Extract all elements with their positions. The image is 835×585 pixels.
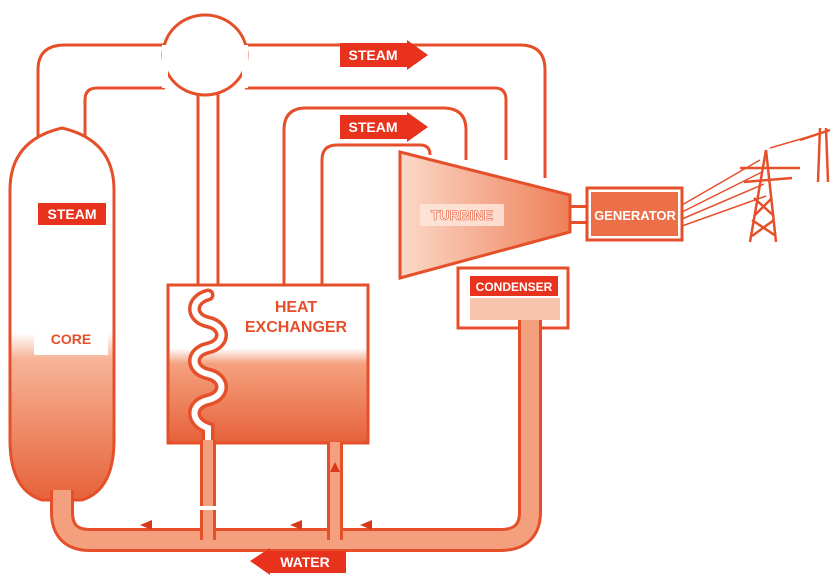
transmission-tower-icon: [740, 127, 831, 243]
heat-exchanger: [166, 283, 370, 457]
water-return-pipe: [50, 320, 542, 552]
turbine-shaft: [570, 205, 587, 224]
svg-text:STEAM: STEAM: [349, 47, 398, 63]
steam-label-middle: STEAM: [340, 112, 428, 142]
core-label: CORE: [34, 322, 108, 355]
svg-text:STEAM: STEAM: [349, 119, 398, 135]
heat-exchanger-label: HEAT EXCHANGER: [245, 299, 348, 336]
svg-text:HEAT: HEAT: [275, 299, 318, 316]
svg-text:STEAM: STEAM: [48, 206, 97, 222]
steam-dome: [161, 13, 249, 97]
generator: [585, 186, 684, 242]
steam-label-core: STEAM: [38, 203, 106, 225]
arrow-right-icon: [407, 40, 428, 70]
coil-feed-pipe: [196, 93, 220, 295]
generator-label: GENERATOR: [594, 208, 676, 223]
svg-text:WATER: WATER: [280, 554, 330, 570]
steam-label-top: STEAM: [340, 40, 428, 70]
turbine-label: TURBINE: [420, 204, 504, 226]
arrow-right-icon: [407, 112, 428, 142]
svg-text:TURBINE: TURBINE: [431, 207, 493, 223]
svg-text:GENERATOR: GENERATOR: [594, 208, 676, 223]
svg-text:EXCHANGER: EXCHANGER: [245, 319, 348, 336]
core-vessel-shape: [8, 126, 116, 502]
svg-text:CORE: CORE: [51, 331, 91, 347]
arrow-left-icon: [250, 548, 270, 575]
condenser-label: CONDENSER: [470, 276, 558, 296]
secondary-steam-pipe: [282, 106, 468, 285]
water-label: WATER: [250, 548, 346, 575]
reactor-vessel: [8, 126, 116, 502]
transmission-lines: [681, 131, 826, 227]
water-flow-arrows: [140, 462, 372, 530]
primary-steam-pipe: [36, 43, 547, 178]
svg-text:CONDENSER: CONDENSER: [476, 280, 553, 294]
